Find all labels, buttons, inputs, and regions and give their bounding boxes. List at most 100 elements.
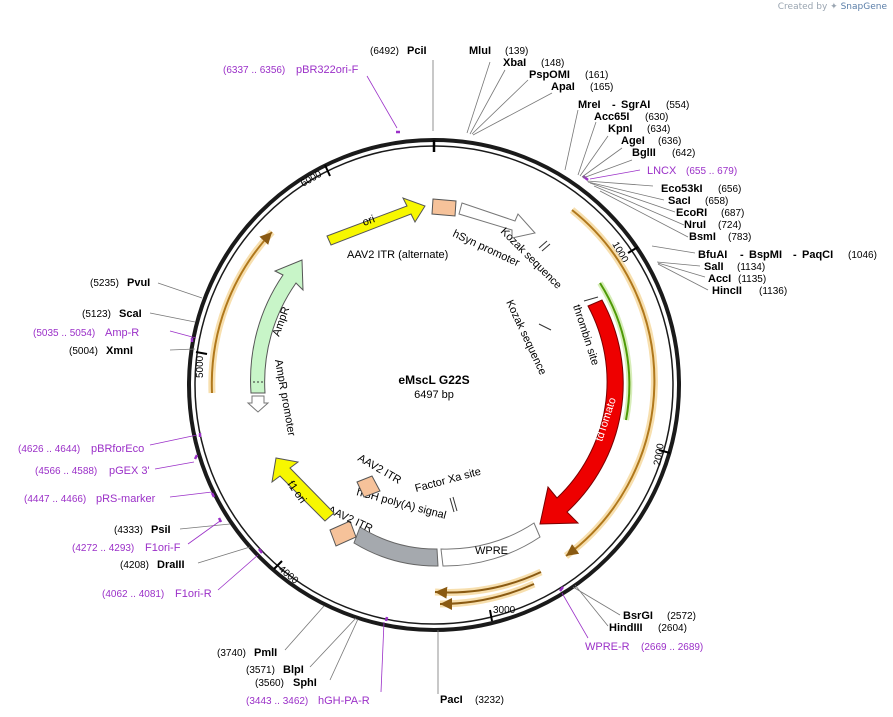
hsyn-promoter-feature[interactable] (458, 202, 536, 239)
enzyme-bspmi[interactable]: BspMI (749, 249, 782, 261)
enzyme-sgrai[interactable]: SgrAI (621, 99, 650, 111)
enzyme-apai-pos: (165) (590, 82, 613, 93)
primer-leader-lines (149, 75, 641, 693)
enzyme-ecori-pos: (687) (721, 208, 744, 219)
ori-label: ori (361, 213, 377, 228)
tick-label-2000: 2000 (652, 442, 667, 466)
enzyme-hincii[interactable]: HincII (712, 285, 742, 297)
enzyme-mlui-pos: (139) (505, 46, 528, 57)
credit-prefix: Created by (777, 2, 828, 12)
enzyme-kpni[interactable]: KpnI (608, 123, 632, 135)
primer-f1ori-r[interactable]: F1ori-R (175, 588, 212, 600)
enzyme-blpi-pos: (3571) (246, 665, 275, 676)
enzyme-acc65i[interactable]: Acc65I (594, 111, 629, 123)
primer-f1ori-f[interactable]: F1ori-F (145, 542, 181, 554)
enzyme-acci-pos: (1135) (738, 274, 766, 285)
primer-labels: (6337 .. 6356) pBR322ori-F LNCX (655 .. … (18, 64, 737, 707)
enzyme-sphi-pos: (3560) (255, 678, 284, 689)
enzyme-blpi[interactable]: BlpI (283, 664, 304, 676)
enzyme-mlui[interactable]: MluI (469, 45, 491, 57)
tick-label-5000: 5000 (195, 355, 206, 378)
enzyme-psii-pos: (4333) (114, 525, 143, 536)
enzyme-eco53ki[interactable]: Eco53kI (661, 183, 703, 195)
hgh-polya-feature[interactable] (353, 526, 439, 567)
tick-label-3000: 3000 (493, 605, 516, 616)
enzyme-saci[interactable]: SacI (668, 195, 691, 207)
enzyme-apai[interactable]: ApaI (551, 81, 575, 93)
tick-1000 (627, 246, 639, 254)
enzyme-hincii-pos: (1136) (759, 286, 787, 297)
primer-f1ori-r-range: (4062 .. 4081) (102, 589, 164, 600)
orf-arcs (208, 207, 658, 610)
enzyme-bsrgi[interactable]: BsrGI (623, 610, 653, 622)
enzyme-draiii[interactable]: DraIII (157, 559, 185, 571)
tick-label-6000: 6000 (299, 169, 324, 190)
enzyme-psii[interactable]: PsiI (151, 524, 171, 536)
enzyme-paqci-pos: (1046) (848, 250, 877, 261)
enzyme-acci[interactable]: AccI (708, 273, 731, 285)
enzyme-bglii-pos: (642) (672, 148, 695, 159)
enzyme-pcii[interactable]: PciI (407, 45, 427, 57)
enzyme-ecori[interactable]: EcoRI (676, 207, 707, 219)
aav2-itr-feature-a[interactable] (329, 520, 357, 547)
wpre-feature[interactable] (440, 522, 541, 567)
primer-prs-marker-range: (4447 .. 4466) (24, 494, 86, 505)
ampr-feature[interactable] (250, 259, 304, 394)
enzyme-labels: (6492) PciI MluI (139) XbaI (148) PspOMI… (69, 45, 877, 706)
enzyme-bsrgi-pos: (2572) (667, 611, 696, 622)
enzyme-leader-lines (149, 60, 709, 694)
enzyme-sgrai-pos: (554) (666, 100, 689, 111)
snapgene-credit: Created by ✦ SnapGene (778, 2, 887, 12)
primer-hgh-pa-r[interactable]: hGH-PA-R (318, 695, 370, 707)
primer-amp-r-range: (5035 .. 5054) (33, 328, 95, 339)
enzyme-scai[interactable]: ScaI (119, 308, 142, 320)
primer-amp-r[interactable]: Amp-R (105, 327, 139, 339)
snapgene-logo-icon: ✦ (830, 2, 838, 12)
primer-lncx-range: (655 .. 679) (686, 166, 737, 177)
wpre-label: WPRE (475, 545, 508, 557)
f1-ori-feature[interactable] (271, 457, 335, 522)
enzyme-pmli-pos: (3740) (217, 648, 246, 659)
primer-hgh-pa-r-range: (3443 .. 3462) (246, 696, 308, 707)
primer-pbrforeco-range: (4626 .. 4644) (18, 444, 80, 455)
primer-pbr322ori-f[interactable]: pBR322ori-F (296, 64, 359, 76)
plasmid-length: 6497 bp (414, 389, 454, 401)
enzyme-bfuai[interactable]: BfuAI (698, 249, 727, 261)
primer-pbrforeco[interactable]: pBRforEco (91, 443, 144, 455)
primer-marks (190, 130, 589, 622)
enzyme-mrei[interactable]: MreI (578, 99, 601, 111)
enzyme-xmni[interactable]: XmnI (106, 345, 133, 357)
enzyme-xbai[interactable]: XbaI (503, 57, 526, 69)
enzyme-kpni-pos: (634) (647, 124, 670, 135)
enzyme-pvui[interactable]: PvuI (127, 277, 150, 289)
aav2-itr-feature-b[interactable] (356, 475, 381, 498)
enzyme-nrui[interactable]: NruI (684, 219, 706, 231)
enzyme-sphi[interactable]: SphI (293, 677, 317, 689)
tick-2000 (658, 449, 671, 454)
ori-feature[interactable] (326, 197, 426, 246)
enzyme-pspomi-pos: (161) (585, 70, 608, 81)
enzyme-scai-pos: (5123) (82, 309, 111, 320)
primer-wpre-r[interactable]: WPRE-R (585, 641, 630, 653)
ampr-promoter-feature[interactable] (246, 395, 270, 413)
enzyme-sali[interactable]: SalI (704, 261, 724, 273)
enzyme-pmli[interactable]: PmlI (254, 647, 277, 659)
enzyme-bspmi-sep: - (793, 249, 797, 261)
enzyme-paqci[interactable]: PaqCI (802, 249, 833, 261)
aav2-itr-alternate-feature[interactable] (431, 198, 457, 217)
enzyme-pspomi[interactable]: PspOMI (529, 69, 570, 81)
primer-prs-marker[interactable]: pRS-marker (96, 493, 156, 505)
tick-6000 (324, 164, 331, 177)
enzyme-agei[interactable]: AgeI (621, 135, 645, 147)
tdtomato-feature[interactable] (539, 299, 624, 525)
primer-lncx[interactable]: LNCX (647, 165, 677, 177)
enzyme-pvui-pos: (5235) (90, 278, 119, 289)
enzyme-saci-pos: (658) (705, 196, 728, 207)
enzyme-hindiii[interactable]: HindIII (609, 622, 643, 634)
tick-3000 (489, 609, 493, 622)
enzyme-bglii[interactable]: BglII (632, 147, 656, 159)
primer-pgex3[interactable]: pGEX 3' (109, 465, 150, 477)
aav2-itr-alternate-label: AAV2 ITR (alternate) (347, 249, 448, 261)
enzyme-bsmi[interactable]: BsmI (689, 231, 716, 243)
enzyme-paci[interactable]: PacI (440, 694, 463, 706)
